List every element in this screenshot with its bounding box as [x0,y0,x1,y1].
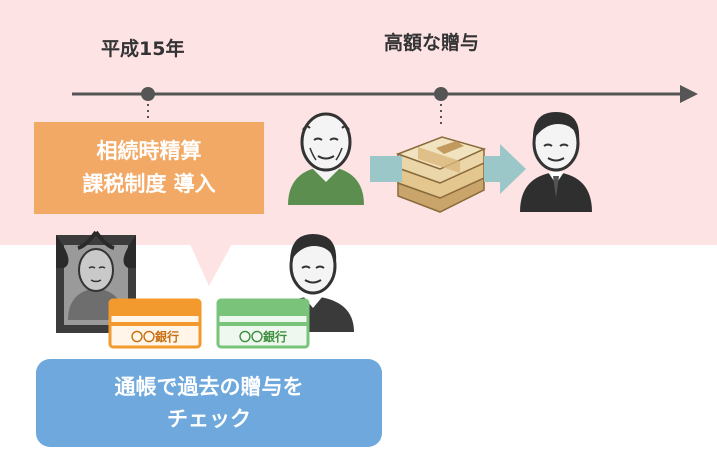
callout-pointer [190,244,232,286]
businessman-icon [520,112,592,212]
check-box-line1: 通帳で過去の贈与を [114,375,304,399]
timeline-label-gift: 高額な贈与 [384,32,480,54]
timeline [72,85,698,128]
passbook-green: 〇〇銀行 [216,298,310,349]
system-box-line2: 課税制度 導入 [82,172,216,196]
arrow-right-icon [370,144,526,194]
check-passbook-box: 通帳で過去の贈与を チェック [36,359,382,447]
system-box-line1: 相続時精算 [96,139,202,163]
timeline-label-h15: 平成15年 [101,38,185,60]
elderly-man-icon [288,112,364,205]
check-box-line2: チェック [167,407,251,431]
system-introduction-box: 相続時精算 課税制度 導入 [34,122,264,214]
passbook-orange-label: 〇〇銀行 [131,329,179,344]
timeline-marker-gift [434,87,448,101]
money-bundle-icon [395,136,487,213]
passbook-orange: 〇〇銀行 [108,298,202,349]
timeline-arrowhead [680,85,698,103]
timeline-marker-h15 [141,87,155,101]
passbook-green-label: 〇〇銀行 [239,329,287,344]
